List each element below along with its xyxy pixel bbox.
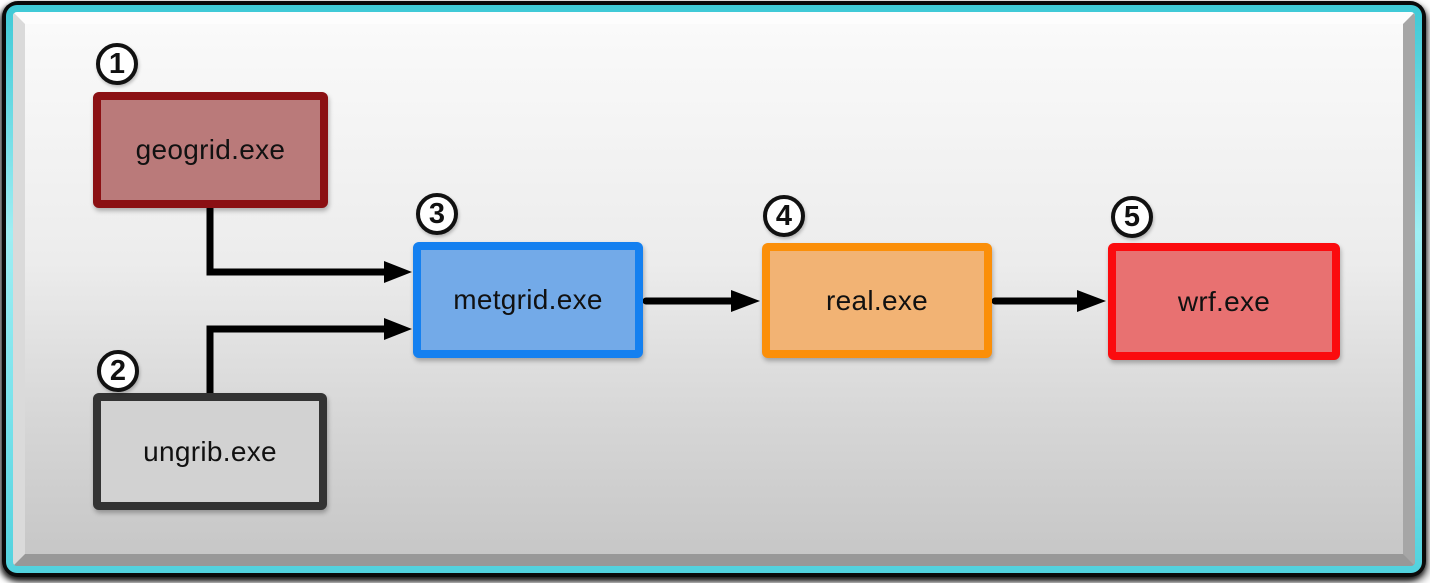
step-badge-2: 2 bbox=[97, 350, 139, 392]
step-badge-4: 4 bbox=[763, 195, 805, 237]
node-label-real: real.exe bbox=[825, 284, 928, 316]
arrow-metgrid-to-real bbox=[642, 290, 760, 312]
node-real: 4 real.exe bbox=[762, 195, 992, 358]
node-label-geogrid: geogrid.exe bbox=[135, 134, 286, 165]
arrowhead-icon bbox=[1077, 290, 1106, 312]
arrow-geogrid-to-metgrid bbox=[206, 200, 412, 283]
node-metgrid: 3 metgrid.exe bbox=[413, 193, 643, 358]
arrowhead-icon bbox=[731, 290, 760, 312]
node-wrf: 5 wrf.exe bbox=[1108, 196, 1340, 360]
arrow-ungrib-to-metgrid bbox=[206, 318, 412, 399]
node-label-ungrib: ungrib.exe bbox=[143, 435, 277, 467]
step-badge-5: 5 bbox=[1111, 196, 1153, 238]
step-badge-1: 1 bbox=[96, 43, 138, 85]
node-geogrid: 1 geogrid.exe bbox=[93, 43, 328, 208]
node-ungrib: 2 ungrib.exe bbox=[93, 350, 327, 510]
arrowhead-icon bbox=[384, 261, 412, 283]
arrowhead-icon bbox=[384, 318, 412, 340]
node-label-metgrid: metgrid.exe bbox=[453, 284, 603, 315]
arrow-real-to-wrf bbox=[991, 290, 1106, 312]
node-label-wrf: wrf.exe bbox=[1177, 285, 1271, 317]
step-badge-3: 3 bbox=[416, 193, 458, 235]
